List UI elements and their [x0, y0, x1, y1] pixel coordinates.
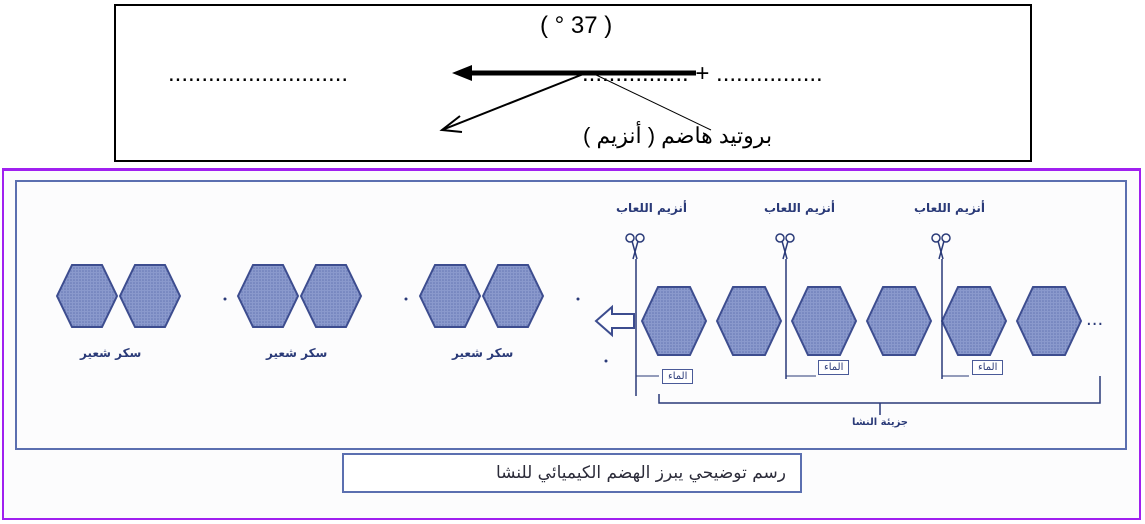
- starch-digestion-diagram: ... أنزي: [2, 168, 1141, 520]
- enzyme-pointer-line: [591, 72, 712, 131]
- maltose-molecule-2: [236, 264, 363, 328]
- starch-chain: ...: [640, 286, 1103, 356]
- starch-label: جزيئة النشا: [852, 417, 909, 428]
- scissors-icon: [775, 233, 795, 379]
- equation-arrows: [439, 65, 712, 133]
- enzyme-label-3: أنزيم اللعاب: [914, 201, 986, 215]
- scissors-icon: [625, 233, 645, 396]
- water-label-3: الماء: [972, 360, 1004, 375]
- enzyme-label-1: أنزيم اللعاب: [616, 201, 688, 215]
- starch-brace: [658, 376, 1101, 404]
- maltose-molecule-3: [418, 264, 545, 328]
- temperature-label: ( ° 37 ): [540, 12, 613, 39]
- svg-text:...: ...: [1086, 309, 1103, 330]
- equation-box: ( ° 37 ) ........................... ...…: [114, 4, 1032, 162]
- diagram-drawing: ...: [15, 180, 1127, 450]
- diagram-caption: رسم توضيحي يبرز الهضم الكيميائي للنشا: [496, 463, 786, 483]
- water-label-1: الماء: [662, 369, 694, 384]
- caption-box: رسم توضيحي يبرز الهضم الكيميائي للنشا: [342, 453, 802, 493]
- reaction-arrow-head: [452, 65, 472, 81]
- enzyme-label: بروتيد هاضم ( أنزيم ): [583, 123, 773, 148]
- maltose-label-3: سكر شعير: [452, 346, 514, 360]
- water-label-2: الماء: [818, 360, 850, 375]
- scissors-icon: [931, 233, 951, 379]
- enzyme-label-2: أنزيم اللعاب: [764, 201, 836, 215]
- maltose-molecule-1: [55, 264, 182, 328]
- enzyme-arrow-head: [439, 115, 463, 133]
- products-blank: ...........................: [168, 60, 349, 87]
- enzyme-arrow-line: [441, 72, 587, 131]
- hollow-arrow: [594, 304, 635, 338]
- inner-frame: [15, 180, 1127, 450]
- maltose-label-1: سكر شعير: [80, 346, 142, 360]
- maltose-label-2: سكر شعير: [266, 346, 328, 360]
